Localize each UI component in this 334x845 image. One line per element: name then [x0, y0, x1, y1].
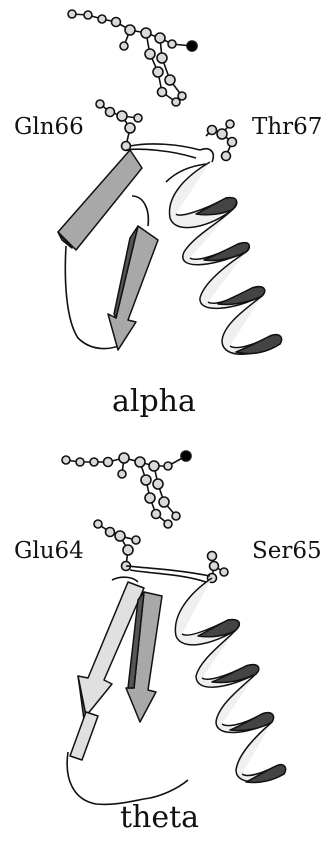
residue-label-theta-right: Ser65	[252, 538, 322, 564]
helix-theta	[175, 578, 285, 783]
residue-label-alpha-right: Thr67	[252, 114, 322, 140]
panel-alpha	[58, 10, 282, 354]
strands-alpha	[58, 150, 158, 350]
residue-label-theta-left: Glu64	[14, 538, 84, 564]
ligand-theta	[62, 451, 191, 528]
panel-caption-theta: theta	[120, 800, 199, 835]
panel-caption-alpha: alpha	[112, 384, 196, 419]
ligand-alpha	[68, 10, 197, 106]
panel-theta	[62, 451, 286, 804]
helix-alpha	[169, 162, 281, 354]
strands-theta	[70, 582, 162, 760]
residue-label-alpha-left: Gln66	[14, 114, 84, 140]
